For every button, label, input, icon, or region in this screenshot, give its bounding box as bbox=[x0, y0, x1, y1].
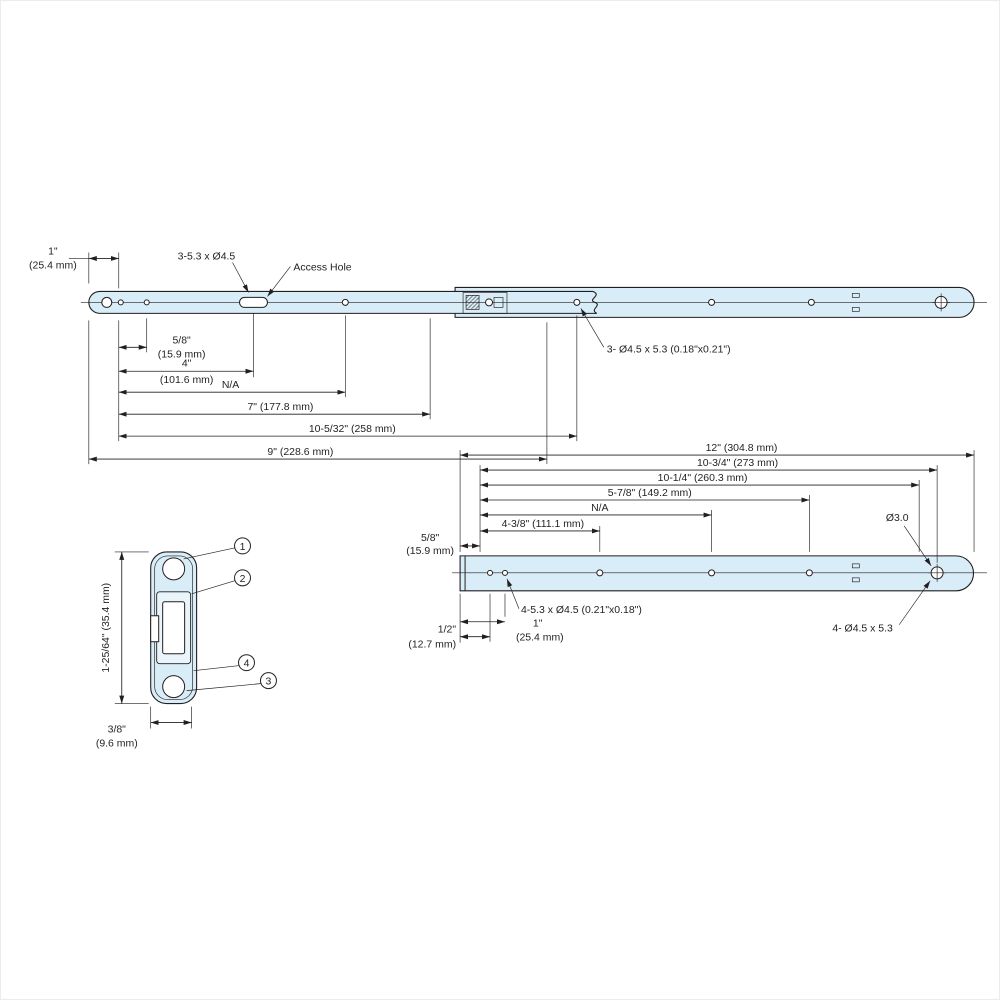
dim-1in-label: 1" bbox=[533, 619, 543, 630]
balloon-2 bbox=[234, 569, 251, 587]
mount-hole bbox=[708, 569, 716, 577]
mount-hole bbox=[501, 569, 508, 576]
balloon-2-label: 2 bbox=[240, 574, 246, 585]
slot-callout-label: 4-5.3 x Ø4.5 (0.21"x0.18") bbox=[521, 605, 642, 616]
mount-hole bbox=[805, 569, 813, 577]
weld-mark bbox=[851, 307, 860, 312]
width-mm-label: (9.6 mm) bbox=[96, 739, 138, 750]
balloon-callouts: 1 2 4 3 bbox=[183, 537, 277, 691]
mount-hole bbox=[708, 298, 716, 306]
access-hole-slot bbox=[239, 296, 268, 308]
mount-hole bbox=[596, 569, 604, 577]
weld-mark bbox=[851, 293, 860, 298]
slot-callout-label: 3-5.3 x Ø4.5 bbox=[178, 251, 236, 262]
balloon-1-label: 1 bbox=[240, 542, 246, 553]
dim-5-7-8-label: 5-7/8" (149.2 mm) bbox=[608, 488, 692, 499]
balloon-3-label: 3 bbox=[266, 677, 272, 688]
dim-10-5-32-label: 10-5/32" (258 mm) bbox=[309, 424, 396, 435]
dim-5-8-label: 5/8" bbox=[421, 533, 440, 544]
extension-lines bbox=[459, 450, 975, 643]
height-dimension: 1-25/64" (35.4 mm) bbox=[101, 551, 149, 704]
balloon-4 bbox=[238, 654, 255, 672]
width-label: 3/8" bbox=[108, 725, 127, 736]
access-hole-label: Access Hole bbox=[293, 262, 351, 273]
end-hole bbox=[101, 296, 113, 308]
balloon-3 bbox=[259, 672, 277, 690]
dim-9-label: 9" (228.6 mm) bbox=[267, 447, 333, 458]
mount-hole bbox=[117, 299, 124, 306]
dim-10-1-4-label: 10-1/4" (260.3 mm) bbox=[658, 473, 748, 484]
weld-mark bbox=[851, 577, 860, 583]
inner-channel bbox=[162, 601, 186, 655]
dim-5-8-label: 5/8" bbox=[172, 335, 191, 346]
mount-hole bbox=[341, 298, 349, 306]
dim-4-mm-label: (101.6 mm) bbox=[160, 375, 214, 386]
dim-5-8-mm-label: (15.9 mm) bbox=[406, 546, 454, 557]
side-view-slide-rail: 12" (304.8 mm) 10-3/4" (273 mm) 10-1/4" … bbox=[406, 443, 988, 651]
dim-4-label: 4" bbox=[182, 358, 192, 369]
dia-3-label: Ø3.0 bbox=[886, 513, 909, 524]
dim-1-2-label: 1/2" bbox=[438, 625, 457, 636]
side-tab bbox=[150, 615, 160, 643]
dim-na-label: N/A bbox=[591, 503, 608, 514]
ball-bearing-top bbox=[162, 557, 186, 581]
dim-10-3-4-label: 10-3/4" (273 mm) bbox=[697, 458, 778, 469]
dim-1in-mm-label: (25.4 mm) bbox=[29, 260, 77, 271]
hole-callout-label: 4- Ø4.5 x 5.3 bbox=[832, 624, 893, 635]
dimension-lines bbox=[460, 452, 975, 640]
dimension-lines bbox=[68, 255, 577, 462]
closed-member bbox=[459, 555, 975, 592]
weld-mark bbox=[851, 563, 860, 569]
mount-hole bbox=[143, 299, 150, 306]
dim-na-label: N/A bbox=[222, 380, 239, 391]
cross-section-view: 1 2 4 3 1-25/64" (35.4 mm) 3/8" (9.6 mm) bbox=[96, 537, 277, 750]
crosshair-hole bbox=[932, 293, 951, 312]
mount-hole bbox=[487, 569, 494, 576]
balloon-4-label: 4 bbox=[244, 659, 250, 670]
dim-1in-label: 1" bbox=[48, 246, 58, 257]
ball-bearing-bottom bbox=[162, 675, 186, 699]
latch-detail bbox=[462, 292, 508, 314]
hole-callout-label: 3- Ø4.5 x 5.3 (0.18"x0.21") bbox=[607, 344, 731, 355]
dim-7-label: 7" (177.8 mm) bbox=[247, 402, 313, 413]
dim-1in-mm-label: (25.4 mm) bbox=[516, 633, 564, 644]
top-view-slide-rail: 1" (25.4 mm) 3-5.3 x Ø4.5 Access Hole 5/… bbox=[29, 246, 988, 465]
mount-hole bbox=[573, 298, 581, 306]
leader-lines bbox=[232, 262, 605, 348]
height-label: 1-25/64" (35.4 mm) bbox=[101, 583, 112, 673]
latch-hole bbox=[485, 298, 494, 307]
mount-hole bbox=[807, 298, 815, 306]
dim-1-2-mm-label: (12.7 mm) bbox=[408, 640, 456, 651]
width-dimension: 3/8" (9.6 mm) bbox=[96, 706, 192, 750]
dim-4-3-8-label: 4-3/8" (111.1 mm) bbox=[502, 519, 584, 530]
crosshair-hole bbox=[928, 563, 947, 582]
balloon-1 bbox=[234, 537, 251, 555]
leader-lines bbox=[506, 525, 932, 625]
dim-5-8-mm-label: (15.9 mm) bbox=[158, 349, 206, 360]
dim-12-label: 12" (304.8 mm) bbox=[706, 443, 778, 454]
